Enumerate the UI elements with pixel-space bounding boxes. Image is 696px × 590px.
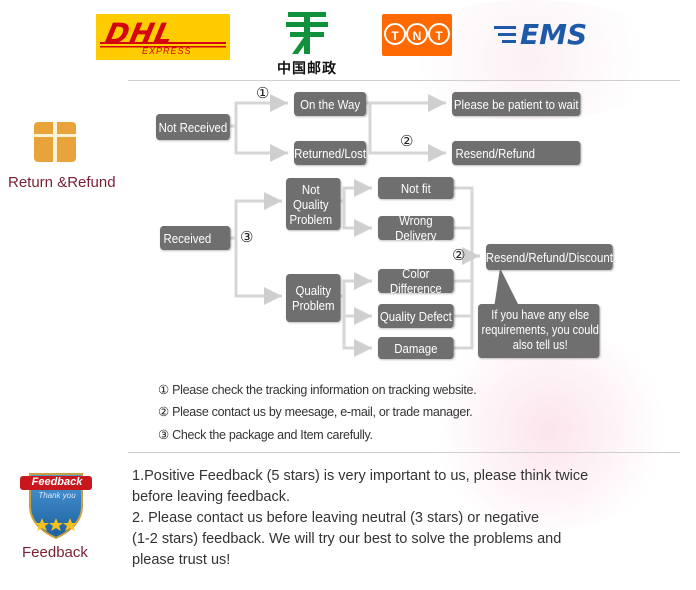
note-2: ② Please contact us by meesage, e-mail, … [158, 405, 473, 419]
quality-defect-box: Quality Defect [378, 304, 454, 328]
ems-speed-lines-icon [494, 26, 516, 43]
resend-refund-discount-box: Resend/Refund/Discount [486, 244, 613, 270]
feedback-line: (1-2 stars) feedback. We will try our be… [132, 531, 562, 547]
badge-title: Feedback [31, 476, 83, 488]
quality-problem-box: Quality Problem [286, 274, 341, 322]
on-the-way-box: On the Way [294, 92, 367, 116]
dhl-logo: DHL EXPRESS [96, 14, 230, 60]
china-post-name: 中国邮政 [277, 60, 337, 76]
gift-icon [34, 122, 76, 162]
be-patient-box: Please be patient to wait [452, 92, 581, 116]
step-2-marker: ② [400, 133, 414, 150]
not-quality-problem-box: Not Quality Problem [286, 178, 341, 230]
note-3: ③ Check the package and Item carefully. [158, 428, 373, 442]
feedback-line: before leaving feedback. [132, 489, 290, 505]
badge-subtitle: Thank you [38, 491, 76, 500]
not-received-box: Not Received [156, 114, 230, 140]
ems-wordmark: EMS [520, 18, 588, 51]
dhl-subtitle: EXPRESS [142, 46, 192, 56]
china-post-emblem-icon [286, 12, 328, 54]
received-box: Received [160, 226, 231, 250]
china-post-logo: 中国邮政 [262, 6, 352, 76]
return-refund-label: Return &Refund [8, 174, 116, 191]
step-2-marker: ② [452, 247, 466, 264]
not-fit-box: Not fit [378, 177, 454, 199]
feedback-badge-icon [20, 473, 92, 540]
tnt-letter: T [384, 23, 406, 45]
color-difference-box: Color Difference [378, 266, 454, 296]
tnt-logo: T N T [382, 14, 452, 56]
feedback-line: please trust us! [132, 552, 231, 568]
resend-refund-box: Resend/Refund [452, 141, 581, 165]
feedback-label: Feedback [22, 544, 88, 561]
ems-logo: EMS [494, 18, 594, 56]
section-divider [128, 452, 680, 453]
step-1-marker: ① [256, 85, 270, 102]
tnt-letter: N [406, 23, 428, 45]
speech-bubble-tail [494, 268, 520, 308]
tnt-letter: T [428, 23, 450, 45]
speech-bubble: If you have any else requirements, you c… [478, 304, 600, 358]
feedback-line: 2. Please contact us before leaving neut… [132, 510, 540, 526]
returned-lost-box: Returned/Lost [294, 141, 367, 165]
damage-box: Damage [378, 337, 454, 359]
note-1: ① Please check the tracking information … [158, 383, 477, 397]
step-3-marker: ③ [240, 229, 254, 246]
wrong-delivery-box: Wrong Delivery [378, 213, 454, 243]
section-divider [128, 80, 680, 81]
feedback-line: 1.Positive Feedback (5 stars) is very im… [132, 468, 589, 484]
